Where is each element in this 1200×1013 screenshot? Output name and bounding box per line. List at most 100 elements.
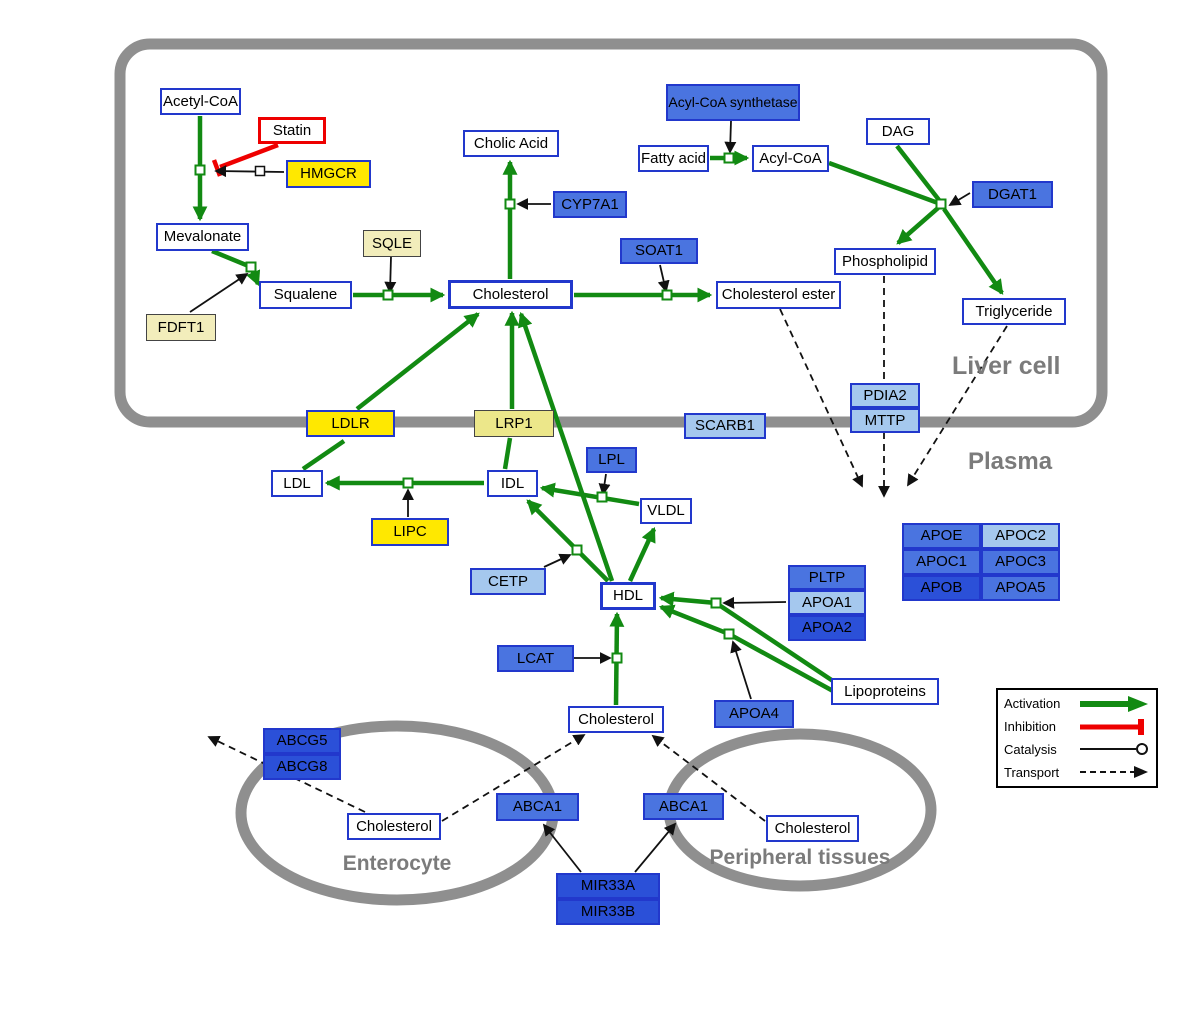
catalysis-arrows (189, 120, 971, 873)
transport-dashed-arrow-icon (1080, 766, 1148, 779)
node-acyl-coa-synthetase[interactable]: Acyl-CoA synthetase (666, 84, 800, 121)
node-lcat[interactable]: LCAT (497, 645, 574, 672)
legend-box: Activation Inhibition Catalysis Transpor… (996, 688, 1158, 788)
node-cyp7a1[interactable]: CYP7A1 (553, 191, 627, 218)
node-idl[interactable]: IDL (487, 470, 538, 497)
node-scarb1[interactable]: SCARB1 (684, 413, 766, 439)
node-label: PLTP (808, 568, 846, 586)
node-abca1-enterocyte[interactable]: ABCA1 (496, 793, 579, 821)
node-triglyceride[interactable]: Triglyceride (962, 298, 1066, 325)
node-soat1[interactable]: SOAT1 (620, 238, 698, 264)
node-label: SQLE (371, 234, 413, 252)
node-cholesterol-ester[interactable]: Cholesterol ester (716, 281, 841, 309)
node-label: Cholesterol ester (721, 286, 836, 304)
node-label: Statin (272, 121, 312, 139)
node-cholesterol-plasma[interactable]: Cholesterol (568, 706, 664, 733)
node-acyl-coa-metabolite[interactable]: Acyl-CoA (752, 145, 829, 172)
node-mttp[interactable]: MTTP (850, 408, 920, 433)
liver-cell-label: Liver cell (952, 352, 1061, 380)
node-pltp[interactable]: PLTP (788, 565, 866, 590)
node-fatty-acid[interactable]: Fatty acid (638, 145, 709, 172)
node-ldl[interactable]: LDL (271, 470, 323, 497)
node-cholesterol-peripheral[interactable]: Cholesterol (766, 815, 859, 842)
node-label: MIR33B (580, 903, 636, 921)
node-apoc2[interactable]: APOC2 (981, 523, 1060, 549)
node-label: IDL (500, 474, 525, 492)
node-abcg8[interactable]: ABCG8 (263, 754, 341, 780)
node-statin[interactable]: Statin (258, 117, 326, 144)
node-label: PDIA2 (863, 386, 907, 404)
node-mir33b[interactable]: MIR33B (556, 899, 660, 925)
legend-transport-row: Transport (1004, 761, 1150, 783)
node-label: APOE (920, 527, 963, 545)
node-label: DAG (881, 122, 915, 140)
node-apoa5[interactable]: APOA5 (981, 575, 1060, 601)
node-phospholipid[interactable]: Phospholipid (834, 248, 936, 275)
plasma-label: Plasma (968, 448, 1053, 475)
node-label: Cholic Acid (473, 134, 549, 152)
node-lrp1[interactable]: LRP1 (474, 410, 554, 437)
liver-cell-outline (114, 38, 1108, 428)
node-dgat1[interactable]: DGAT1 (972, 181, 1053, 208)
node-label: HMGCR (300, 165, 357, 183)
node-label: APOA4 (728, 705, 780, 723)
node-label: Cholesterol (774, 819, 851, 837)
node-hdl[interactable]: HDL (600, 582, 656, 610)
node-label: APOC2 (995, 527, 1046, 545)
node-label: APOA2 (801, 619, 853, 637)
node-mevalonate[interactable]: Mevalonate (156, 223, 249, 251)
catalysis-circle-icon (1080, 743, 1148, 756)
node-pdia2[interactable]: PDIA2 (850, 383, 920, 408)
node-cholesterol-enterocyte[interactable]: Cholesterol (347, 813, 441, 840)
node-apoa1[interactable]: APOA1 (788, 590, 866, 615)
node-dag[interactable]: DAG (866, 118, 930, 145)
node-apoa2[interactable]: APOA2 (788, 615, 866, 641)
node-sqle[interactable]: SQLE (363, 230, 421, 257)
node-apoe[interactable]: APOE (902, 523, 981, 549)
node-label: APOA1 (801, 593, 853, 611)
node-lipc[interactable]: LIPC (371, 518, 449, 546)
node-label: LRP1 (495, 414, 533, 432)
node-label: LCAT (516, 649, 555, 667)
node-fdft1[interactable]: FDFT1 (146, 314, 216, 341)
node-lipoproteins[interactable]: Lipoproteins (831, 678, 939, 705)
legend-catalysis-row: Catalysis (1004, 738, 1150, 760)
node-label: Cholesterol (356, 817, 432, 835)
legend-activation-row: Activation (1004, 693, 1150, 715)
node-label: LIPC (393, 523, 427, 541)
node-label: Triglyceride (975, 302, 1053, 320)
node-label: Mevalonate (163, 228, 242, 246)
node-label: APOB (920, 579, 963, 597)
node-mir33a[interactable]: MIR33A (556, 873, 660, 899)
node-label: APOC3 (995, 553, 1046, 571)
node-label: APOC1 (916, 553, 967, 571)
legend-inhibition-label: Inhibition (1004, 719, 1057, 735)
node-squalene[interactable]: Squalene (259, 281, 352, 309)
legend-catalysis-label: Catalysis (1004, 741, 1057, 757)
node-abca1-peripheral[interactable]: ABCA1 (643, 793, 724, 820)
node-label: MIR33A (580, 877, 636, 895)
node-label: APOA5 (995, 579, 1046, 597)
node-abcg5[interactable]: ABCG5 (263, 728, 341, 754)
node-apoc1[interactable]: APOC1 (902, 549, 981, 575)
node-lpl[interactable]: LPL (586, 447, 637, 473)
node-apob[interactable]: APOB (902, 575, 981, 601)
node-cholic-acid[interactable]: Cholic Acid (463, 130, 559, 157)
node-label: HDL (612, 587, 643, 605)
node-label: SCARB1 (694, 417, 756, 435)
node-vldl[interactable]: VLDL (640, 498, 692, 524)
node-cholesterol-liver[interactable]: Cholesterol (448, 280, 573, 309)
node-hmgcr[interactable]: HMGCR (286, 160, 371, 188)
node-apoc3[interactable]: APOC3 (981, 549, 1060, 575)
node-label: LDL (283, 474, 311, 492)
node-label: ABCG5 (276, 732, 328, 750)
node-acetyl-coa[interactable]: Acetyl-CoA (160, 88, 241, 115)
peripheral-tissues-label: Peripheral tissues (709, 846, 891, 869)
node-cetp[interactable]: CETP (470, 568, 546, 595)
node-label: MTTP (864, 411, 906, 429)
node-ldlr[interactable]: LDLR (306, 410, 395, 437)
node-label: LPL (598, 451, 625, 469)
node-apoa4[interactable]: APOA4 (714, 700, 794, 728)
